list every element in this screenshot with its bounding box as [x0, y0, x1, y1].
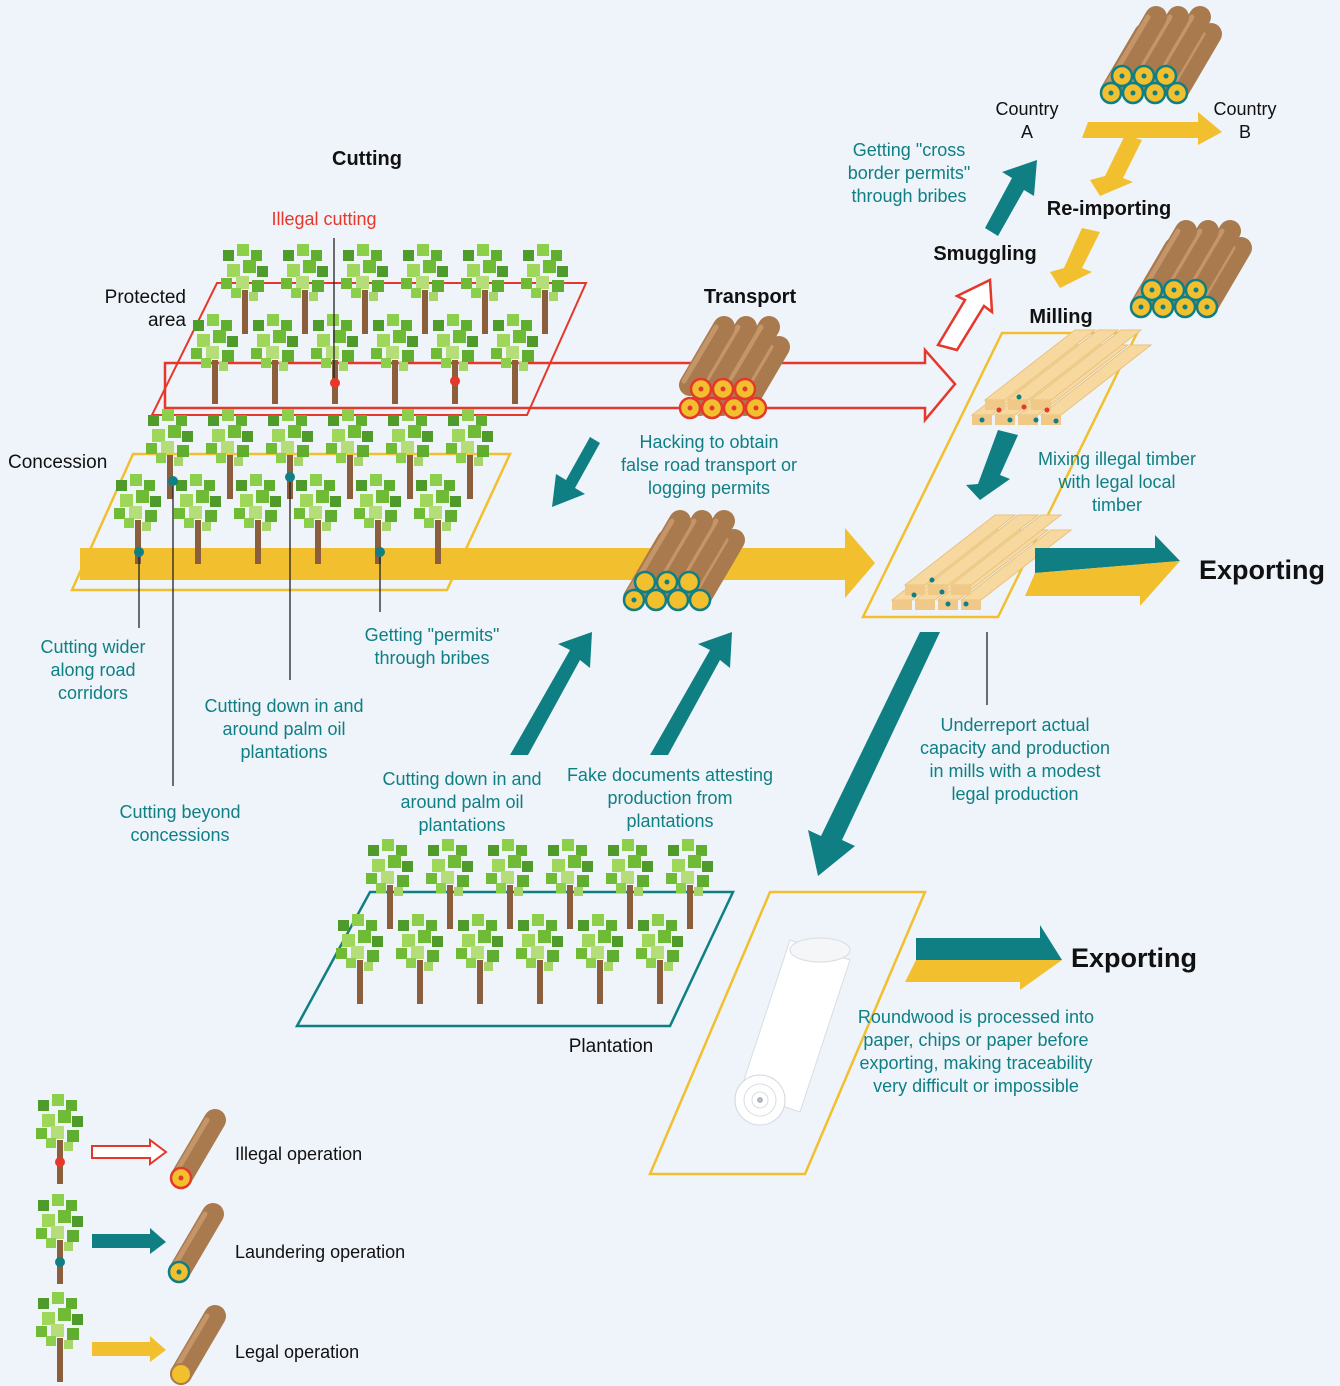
protected-area-trees	[191, 244, 568, 404]
annotation-hacking: Hacking to obtain false road transport o…	[620, 432, 798, 498]
area-concession: Concession	[8, 452, 108, 473]
area-plantation: Plantation	[568, 1036, 654, 1057]
legend-illegal-label: Illegal operation	[235, 1144, 363, 1164]
country-a-label: Country A	[995, 99, 1059, 142]
illegal-cutting-label: Illegal cutting	[271, 209, 377, 229]
annotation-palm-oil-concession: Cutting down in and around palm oil plan…	[204, 696, 364, 762]
annotation-permits: Getting "permits" through bribes	[364, 625, 500, 668]
plantation-trees	[336, 839, 713, 1004]
annotation-roundwood: Roundwood is processed into paper, chips…	[857, 1007, 1095, 1096]
paper-roll	[734, 937, 851, 1126]
stage-transport: Transport	[703, 286, 797, 308]
annotation-road-corridors: Cutting wider along road corridors	[40, 637, 146, 703]
annotation-cross-border: Getting "cross border permits" through b…	[847, 140, 971, 206]
legend-laundering-label: Laundering operation	[235, 1242, 406, 1262]
legend-graphics	[36, 1094, 215, 1385]
annotation-beyond-concessions: Cutting beyond concessions	[119, 802, 241, 845]
annotation-fake-documents: Fake documents attesting production from…	[566, 765, 774, 831]
area-protected: Protected area	[104, 287, 186, 331]
stage-re-importing: Re-importing	[1046, 198, 1172, 220]
stage-exporting: Exporting	[1199, 555, 1325, 585]
stage-exporting-paper: Exporting	[1071, 943, 1197, 973]
annotation-palm-oil-plantation: Cutting down in and around palm oil plan…	[382, 769, 542, 835]
annotation-underreport: Underreport actual capacity and producti…	[919, 715, 1111, 804]
stage-milling: Milling	[1029, 306, 1093, 328]
illegal-log-pile	[680, 327, 779, 420]
reimport-log-pile	[1131, 231, 1241, 319]
transport-log-pile	[624, 521, 734, 612]
stage-smuggling: Smuggling	[933, 243, 1037, 265]
concession-trees	[114, 409, 493, 564]
annotation-mixing: Mixing illegal timber with legal local t…	[1037, 449, 1197, 515]
country-b-label: Country B	[1213, 99, 1277, 142]
country-a-log-pile	[1101, 17, 1211, 105]
stage-cutting: Cutting	[332, 148, 402, 170]
legend-legal-label: Legal operation	[235, 1342, 360, 1362]
